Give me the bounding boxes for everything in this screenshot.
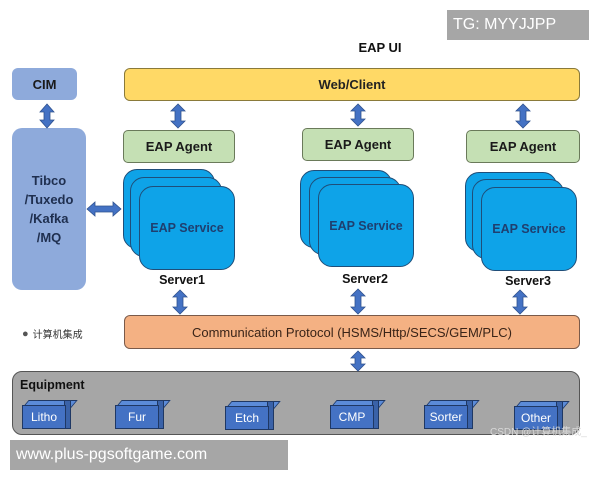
server-3-label: Server3 — [505, 274, 551, 288]
arrow-web-agent3 — [515, 103, 531, 129]
diagram-title: EAP UI — [358, 40, 402, 55]
equipment-sorter: Sorter — [424, 400, 480, 429]
watermark-url: www.plus-pgsoftgame.com — [10, 440, 288, 470]
equipment-title: Equipment — [20, 378, 85, 392]
wechat-icon: ● — [22, 327, 29, 340]
arrow-cim-mq — [39, 103, 55, 129]
equipment-other: Other — [514, 401, 570, 430]
cim-box: CIM — [12, 68, 77, 100]
arrow-server1-protocol — [172, 289, 188, 315]
equipment-cmp: CMP — [330, 400, 386, 429]
equipment-litho: Litho — [22, 400, 78, 429]
middleware-box: Tibco /Tuxedo /Kafka /MQ — [12, 128, 86, 290]
eap-service-2: EAP Service — [318, 184, 414, 267]
eap-agent-1: EAP Agent — [123, 130, 235, 163]
eap-service-1: EAP Service — [139, 186, 235, 270]
web-client-box: Web/Client — [124, 68, 580, 101]
wechat-text: 计算机集成 — [32, 330, 83, 341]
wechat-label: ● 计算机集成 — [22, 326, 83, 342]
csdn-watermark: CSDN @计算机集成_ — [490, 427, 587, 438]
equipment-fur: Fur — [115, 400, 171, 429]
protocol-box: Communication Protocol (HSMS/Http/SECS/G… — [124, 315, 580, 349]
arrow-mq-service1 — [86, 201, 122, 217]
arrow-server2-protocol — [350, 288, 366, 315]
watermark-tg: TG: MYYJJPP — [447, 10, 589, 40]
arrow-server3-protocol — [512, 289, 528, 315]
arrow-web-agent1 — [170, 103, 186, 129]
equipment-panel — [12, 371, 580, 435]
eap-agent-3: EAP Agent — [466, 130, 580, 163]
arrow-protocol-equipment — [350, 350, 366, 372]
eap-agent-2: EAP Agent — [302, 128, 414, 161]
arrow-web-agent2 — [350, 103, 366, 127]
equipment-etch: Etch — [225, 401, 281, 430]
eap-service-3: EAP Service — [481, 187, 577, 271]
server-1-label: Server1 — [159, 273, 205, 287]
server-2-label: Server2 — [342, 272, 388, 286]
